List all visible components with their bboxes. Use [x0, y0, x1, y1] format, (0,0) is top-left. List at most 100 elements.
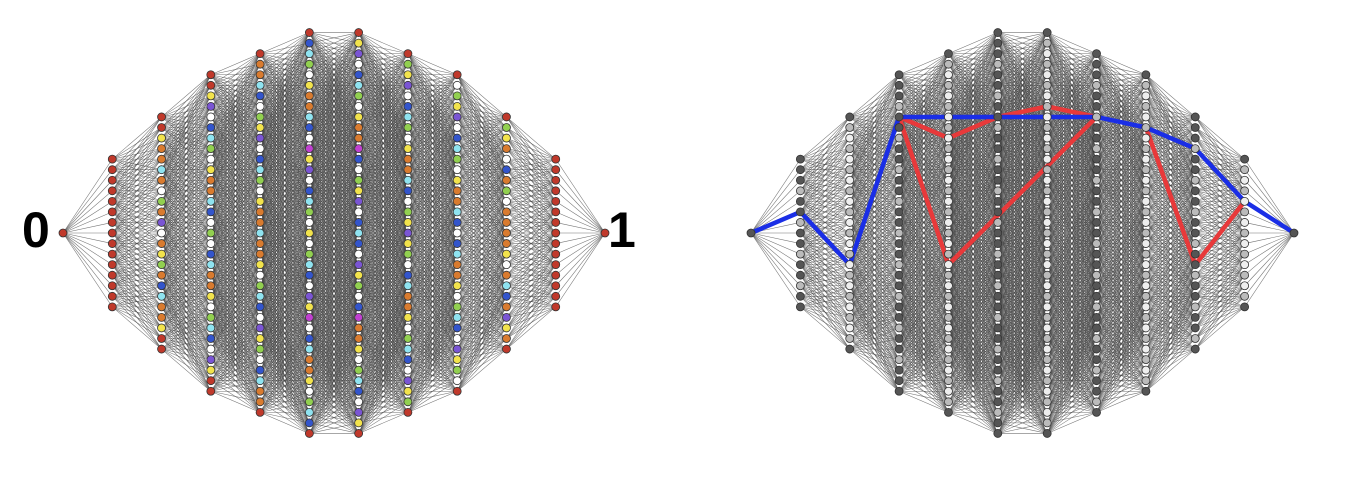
- left-network-node: [404, 166, 412, 174]
- left-network-node: [108, 166, 116, 174]
- left-network-node: [404, 92, 412, 100]
- left-network-node: [256, 197, 264, 205]
- left-network-node: [355, 271, 363, 279]
- left-network-node: [404, 292, 412, 300]
- left-network-node: [207, 92, 215, 100]
- left-network-node: [453, 324, 461, 332]
- left-network-node: [355, 102, 363, 110]
- left-network-node: [404, 366, 412, 374]
- left-network-node: [158, 335, 166, 343]
- left-network-node: [108, 155, 116, 163]
- left-network-node: [256, 81, 264, 89]
- left-network-node: [502, 303, 510, 311]
- left-network-edge: [556, 170, 605, 233]
- right-network-edge: [850, 349, 899, 381]
- left-network-edge: [556, 159, 605, 233]
- left-network-node: [355, 292, 363, 300]
- left-network-edge: [112, 170, 161, 223]
- left-network-node: [453, 335, 461, 343]
- left-network-edge: [211, 138, 260, 233]
- left-network-node: [256, 113, 264, 121]
- left-network-node: [108, 208, 116, 216]
- left-network-node: [207, 197, 215, 205]
- left-network-node: [305, 50, 313, 58]
- left-network-node: [355, 335, 363, 343]
- left-network-node: [355, 366, 363, 374]
- left-network-node: [552, 166, 560, 174]
- left-network-node: [355, 92, 363, 100]
- left-network-node: [355, 419, 363, 427]
- left-network-node: [552, 271, 560, 279]
- left-network-edge: [63, 159, 112, 233]
- left-network-edge: [506, 222, 555, 275]
- right-network-edge: [800, 180, 849, 233]
- left-network-node: [256, 124, 264, 132]
- left-network-edge: [457, 106, 506, 117]
- left-network-edge: [112, 117, 161, 191]
- left-network-node: [355, 208, 363, 216]
- left-network-edge: [112, 191, 161, 244]
- right-network-edge: [850, 349, 899, 370]
- left-network-node: [158, 313, 166, 321]
- left-network-edge: [506, 307, 555, 349]
- left-network-node: [256, 292, 264, 300]
- left-network-edge: [556, 233, 605, 296]
- left-network-edge: [162, 349, 211, 381]
- left-network-node: [158, 240, 166, 248]
- left-network-edge: [162, 75, 211, 170]
- left-network-node: [207, 345, 215, 353]
- left-network-node: [552, 303, 560, 311]
- left-network-node: [207, 208, 215, 216]
- left-network-node: [256, 187, 264, 195]
- left-network-node: [256, 250, 264, 258]
- left-network-edge: [457, 96, 506, 117]
- left-network-node: [552, 218, 560, 226]
- left-network-node: [158, 292, 166, 300]
- left-network-node: [552, 282, 560, 290]
- left-network-edge: [457, 265, 506, 360]
- left-network-node: [108, 250, 116, 258]
- left-network-edge: [63, 180, 112, 233]
- left-network-edge: [63, 233, 112, 275]
- left-network-node: [108, 197, 116, 205]
- left-network-node: [305, 292, 313, 300]
- left-network-node: [453, 155, 461, 163]
- right-network-edge: [850, 75, 899, 138]
- left-network-node: [207, 250, 215, 258]
- left-network-node: [502, 208, 510, 216]
- left-network-node: [355, 282, 363, 290]
- left-network-node: [207, 387, 215, 395]
- right-network-edge: [800, 307, 849, 328]
- right-network-edge: [751, 191, 800, 233]
- right-network-edge: [800, 117, 849, 191]
- left-network-edge: [211, 54, 260, 75]
- left-network-edge: [63, 233, 112, 265]
- left-network-edge: [506, 286, 555, 349]
- left-network-node: [404, 60, 412, 68]
- left-network-node: [108, 240, 116, 248]
- left-network-edge: [112, 117, 161, 180]
- left-network-edge: [63, 233, 112, 307]
- left-network-node: [355, 324, 363, 332]
- left-network-edge: [112, 159, 161, 212]
- left-network-node: [404, 335, 412, 343]
- right-edges: [751, 33, 1294, 434]
- left-network-node: [552, 250, 560, 258]
- left-network-node: [207, 113, 215, 121]
- left-network-node: [305, 429, 313, 437]
- left-network-node: [305, 408, 313, 416]
- left-network-node: [207, 71, 215, 79]
- left-network-node: [207, 102, 215, 110]
- left-network-edge: [506, 275, 555, 349]
- left-network-node: [256, 145, 264, 153]
- left-network-node: [552, 240, 560, 248]
- left-network-node: [404, 208, 412, 216]
- left-network-node: [404, 387, 412, 395]
- left-network-edge: [408, 286, 457, 381]
- left-network-node: [355, 387, 363, 395]
- left-network-node: [305, 324, 313, 332]
- left-network-edge: [211, 75, 260, 170]
- right-network-edge: [800, 117, 849, 180]
- left-network-node: [207, 124, 215, 132]
- left-network-node: [404, 176, 412, 184]
